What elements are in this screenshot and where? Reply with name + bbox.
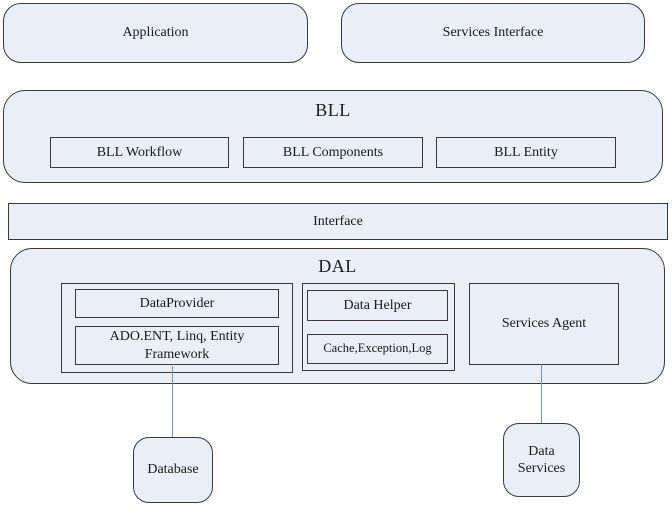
data-services-box: Data Services (503, 423, 580, 497)
bll-title: BLL (315, 100, 351, 120)
data-helper-box: Data Helper (307, 290, 448, 321)
helper-group: Data Helper Cache,Exception,Log (302, 283, 455, 371)
cache-exception-log-box: Cache,Exception,Log (307, 334, 448, 364)
dal-to-database-connector (172, 366, 173, 437)
bll-components-box: BLL Components (243, 137, 423, 168)
dataprovider-box: DataProvider (75, 289, 279, 318)
bll-entity-box: BLL Entity (436, 137, 616, 168)
ado-linq-entity-framework-box: ADO.ENT, Linq, Entity Framework (75, 326, 279, 365)
database-box: Database (133, 437, 213, 503)
bll-workflow-box: BLL Workflow (50, 137, 229, 168)
data-access-group: DataProvider ADO.ENT, Linq, Entity Frame… (61, 283, 293, 373)
services-interface-box: Services Interface (341, 3, 645, 63)
application-box: Application (3, 3, 308, 63)
services-agent-box: Services Agent (469, 283, 619, 365)
interface-bar: Interface (8, 203, 668, 240)
bll-layer-box: BLL BLL Workflow BLL Components BLL Enti… (3, 90, 663, 183)
services-agent-to-data-services-connector (541, 364, 542, 423)
dal-title: DAL (318, 256, 357, 276)
dal-layer-box: DAL DataProvider ADO.ENT, Linq, Entity F… (10, 248, 665, 384)
